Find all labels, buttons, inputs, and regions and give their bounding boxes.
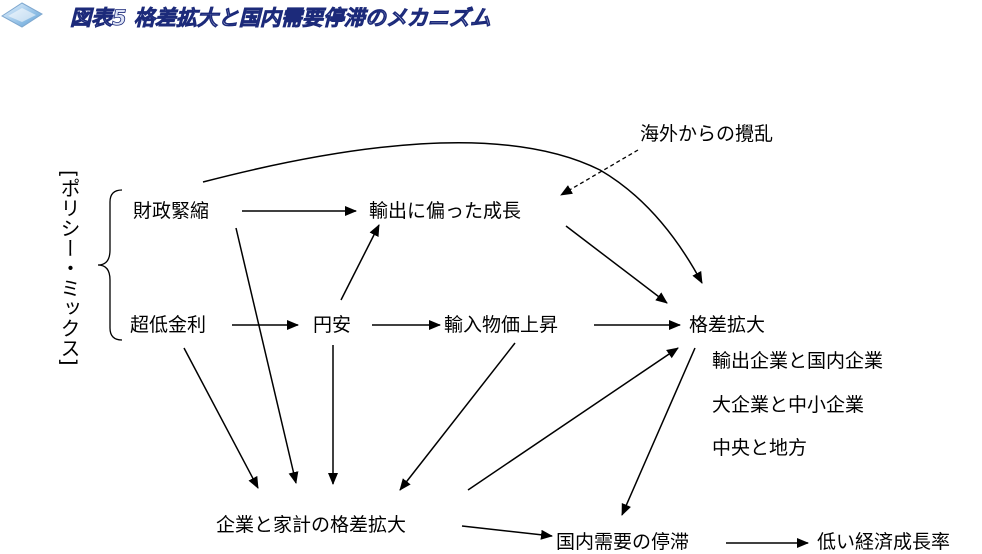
arrow-yen-to-export — [340, 224, 380, 301]
disparity-item-center-vs-regions: 中央と地方 — [712, 437, 808, 459]
node-widening-disparity: 格差拡大 — [689, 314, 766, 336]
arrow-corp-household-to-stagnation — [461, 525, 553, 540]
arrow-import-to-corp-household — [399, 342, 516, 491]
arrow-lowrates-to-corp-household — [183, 347, 259, 489]
arrow-export-to-disparity — [565, 225, 668, 304]
node-weak-yen: 円安 — [313, 314, 352, 336]
node-low-growth: 低い経済成長率 — [817, 531, 951, 553]
page-title: 図表5 格差拡大と国内需要停滞のメカニズム — [70, 6, 492, 31]
node-export-biased-growth: 輸出に偏った成長 — [369, 200, 522, 222]
node-corp-household-disparity: 企業と家計の格差拡大 — [216, 514, 407, 536]
policy-mix-label: [ポリシー・ミックス] — [57, 170, 81, 366]
disparity-item-export-vs-domestic: 輸出企業と国内企業 — [712, 350, 884, 372]
arrow-external-to-export — [560, 149, 639, 196]
node-external-disturbance: 海外からの攪乱 — [640, 123, 774, 145]
node-domestic-demand-stagnation: 国内需要の停滞 — [556, 531, 690, 553]
logo-icon — [1, 2, 43, 28]
arrow-fiscal-to-disparity — [202, 142, 703, 284]
policy-brace — [97, 189, 123, 341]
arrow-fiscal-to-corp-household — [235, 227, 299, 484]
node-ultra-low-rates: 超低金利 — [130, 314, 207, 336]
node-import-price-rise: 輸入物価上昇 — [444, 314, 559, 336]
disparity-item-large-vs-small: 大企業と中小企業 — [712, 394, 865, 416]
arrow-corp-household-to-disparity — [467, 347, 679, 491]
node-fiscal-austerity: 財政緊縮 — [133, 200, 210, 222]
arrow-disparity-to-stagnation — [621, 347, 696, 516]
